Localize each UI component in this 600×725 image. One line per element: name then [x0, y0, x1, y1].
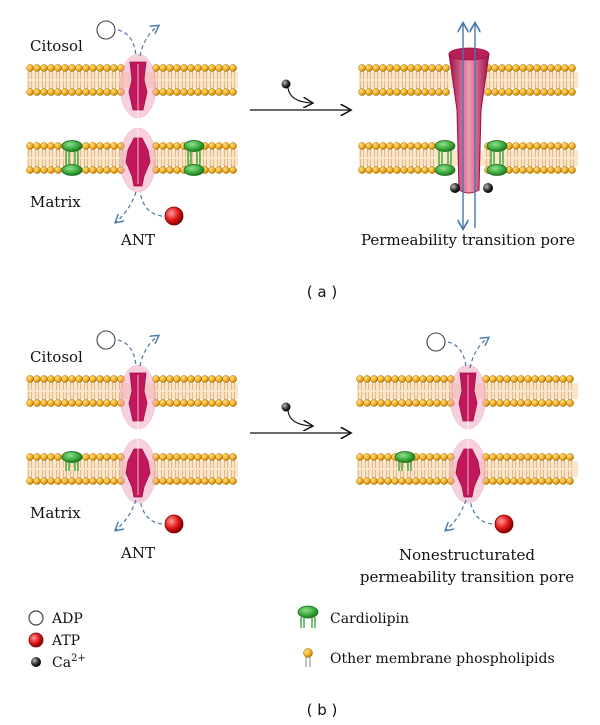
- legend-atp: ATP: [51, 633, 80, 649]
- reaction-b: [250, 402, 350, 434]
- cardiolipin-icon: [297, 605, 319, 628]
- ant-caption-b: ANT: [120, 544, 155, 562]
- phospholipid-icon: [303, 648, 313, 667]
- citosol-label-b: Citosol: [30, 348, 83, 366]
- ant-channel-a: [119, 53, 157, 193]
- reaction-a: [250, 79, 350, 111]
- calcium-bound-1: [450, 183, 460, 193]
- citosol-label-a: Citosol: [30, 37, 83, 55]
- ant-transport-b: [96, 330, 184, 534]
- panel-b-label: ( b ): [307, 701, 338, 719]
- legend-phospholipids: Other membrane phospholipids: [330, 651, 555, 667]
- atp-icon: [28, 632, 44, 648]
- atp-molecule: [164, 514, 184, 534]
- outer-membrane-right-a: [358, 64, 578, 96]
- ptp-caption: Permeability transition pore: [361, 231, 575, 249]
- adp-molecule: [96, 20, 116, 40]
- adp-molecule: [426, 332, 446, 352]
- atp-molecule: [494, 514, 514, 534]
- cardiolipin-b1: [61, 451, 83, 471]
- calcium-ion: [281, 402, 291, 412]
- matrix-label-a: Matrix: [30, 193, 81, 211]
- legend: ADP ATP Ca2+ Cardiolipin Other membrane …: [28, 605, 555, 671]
- panel-a-label: ( a ): [307, 283, 337, 301]
- legend-ca: Ca2+: [52, 653, 86, 671]
- ant-transport-b2: [426, 332, 514, 534]
- legend-adp: ADP: [51, 611, 83, 627]
- calcium-ion: [281, 79, 291, 89]
- ant-caption-a: ANT: [120, 231, 155, 249]
- cardiolipin-b2: [394, 451, 416, 471]
- legend-cardiolipin: Cardiolipin: [330, 611, 409, 627]
- adp-icon: [28, 610, 44, 626]
- outer-membrane-left-a: [26, 64, 238, 96]
- ant-channel-b: [119, 364, 157, 504]
- ant-channel-b2: [449, 364, 487, 504]
- adp-molecule: [96, 330, 116, 350]
- proteins: [61, 20, 514, 534]
- cardiolipin-a2: [183, 140, 205, 176]
- nonstructured-caption-line1: Nonestructurated: [399, 546, 535, 564]
- calcium-bound-2: [483, 183, 493, 193]
- nonstructured-caption-line2: permeability transition pore: [360, 568, 574, 586]
- ptp-pore: [448, 24, 490, 228]
- calcium-icon: [31, 657, 41, 667]
- cardiolipin-a1: [61, 140, 83, 176]
- atp-molecule: [164, 206, 184, 226]
- cardiolipin-a4: [486, 140, 508, 176]
- matrix-label-b: Matrix: [30, 504, 81, 522]
- inner-membrane-right-b: [356, 453, 578, 485]
- ant-transport-a: [96, 20, 184, 226]
- cardiolipin-a3: [434, 140, 456, 176]
- membranes: [26, 64, 578, 485]
